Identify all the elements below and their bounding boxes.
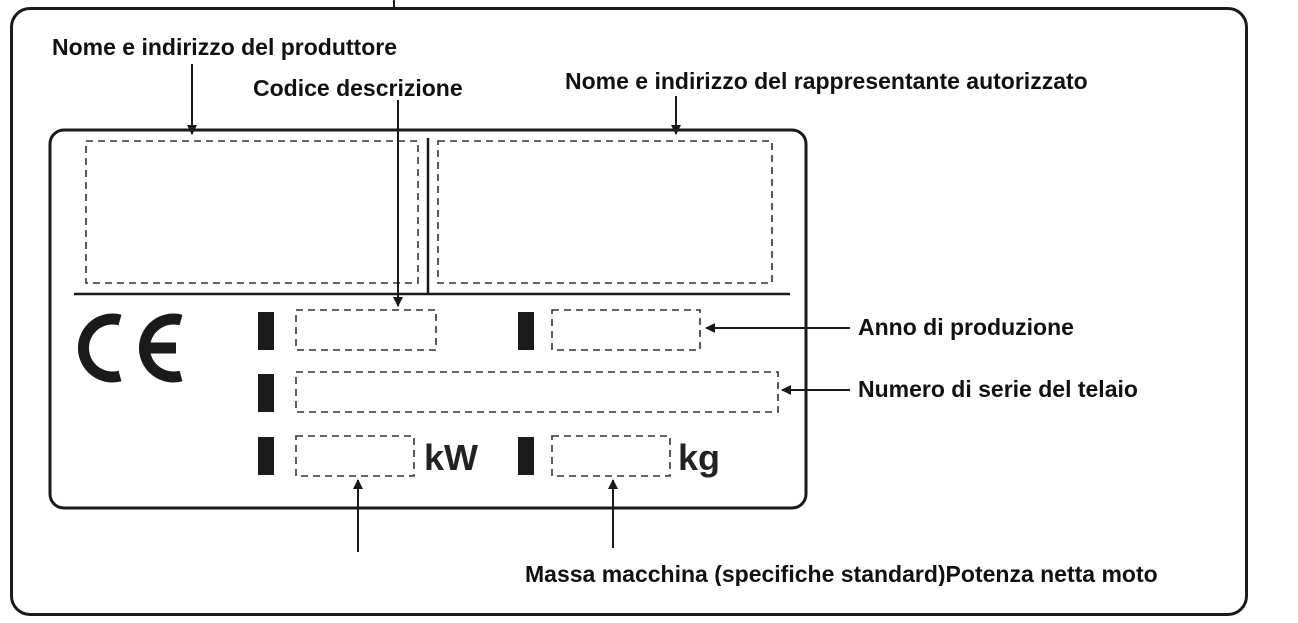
label-bottom-caption: Massa macchina (specifiche standard)Pote… bbox=[525, 563, 1158, 586]
marker-bar-row1-left bbox=[258, 312, 274, 350]
marker-bar-row3-right bbox=[518, 437, 534, 475]
label-production-year: Anno di produzione bbox=[858, 314, 1074, 340]
label-authorized-rep: Nome e indirizzo del rappresentante auto… bbox=[565, 68, 1088, 94]
unit-mass: kg bbox=[678, 437, 721, 478]
field-manufacturer bbox=[85, 140, 419, 284]
outer-frame bbox=[10, 7, 1248, 616]
label-manufacturer: Nome e indirizzo del produttore bbox=[52, 34, 398, 60]
unit-power: kW bbox=[424, 437, 478, 478]
data-plate bbox=[48, 128, 808, 510]
field-frame-serial bbox=[295, 371, 779, 413]
field-authorized-rep bbox=[437, 140, 773, 284]
field-mass bbox=[551, 435, 671, 477]
field-production-year bbox=[551, 309, 701, 351]
label-description-code: Codice descrizione bbox=[253, 75, 463, 101]
field-description-code bbox=[295, 309, 437, 351]
ce-mark-icon bbox=[77, 313, 183, 383]
label-frame-serial: Numero di serie del telaio bbox=[858, 376, 1138, 402]
field-power bbox=[295, 435, 415, 477]
marker-bar-row1-right bbox=[518, 312, 534, 350]
marker-bar-row3-left bbox=[258, 437, 274, 475]
marker-bar-row2 bbox=[258, 374, 274, 412]
